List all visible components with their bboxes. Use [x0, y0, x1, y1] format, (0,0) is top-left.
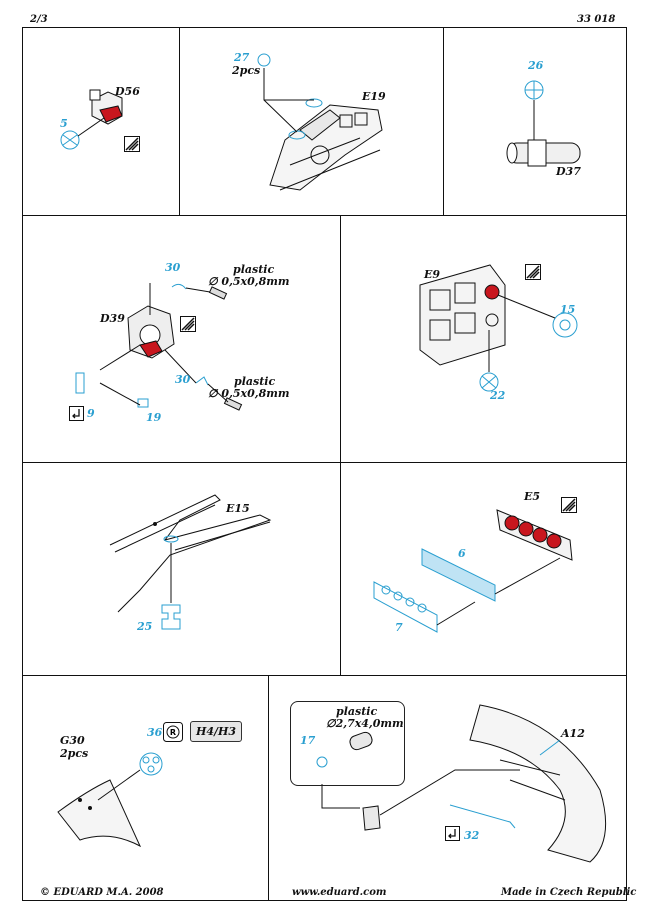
remove-plastic-detail-icon	[124, 136, 140, 152]
set-code: 33 018	[577, 14, 616, 25]
e19-quantity: 2pcs	[232, 64, 261, 77]
grid-line	[443, 27, 444, 215]
e5-part-7: 7	[395, 621, 403, 634]
instruction-frame	[22, 27, 627, 901]
e9-label: E9	[424, 268, 441, 281]
e9-part-illustration	[419, 264, 506, 366]
e9-photoetch-parts	[479, 312, 578, 392]
a12-part-illustration	[469, 704, 607, 863]
a12-part-17: 17	[300, 734, 316, 747]
e15-part-illustration	[109, 494, 272, 613]
d56-part-5: 5	[60, 117, 68, 130]
e5-photoetch-part-7	[373, 581, 438, 633]
grid-line	[179, 27, 180, 215]
resin-icon: R	[163, 722, 183, 742]
grid-line	[340, 215, 341, 675]
g30-part-illustration	[57, 779, 142, 848]
d39-label: D39	[100, 312, 125, 325]
e9-part-15: 15	[560, 303, 576, 316]
d39-dimension-1: ∅ 0,5x0,8mm	[208, 275, 290, 288]
a12-plastic: plastic	[336, 705, 378, 718]
grid-line	[22, 215, 627, 216]
remove-plastic-detail-icon	[525, 264, 541, 280]
bend-icon	[69, 406, 84, 421]
d39-part-30-top	[171, 283, 187, 290]
g30-quantity: 2pcs	[60, 747, 89, 760]
e5-part-illustration	[496, 509, 573, 561]
d56-photoetch-part-5	[60, 130, 80, 150]
d39-part-9	[75, 372, 85, 394]
copyright: © EDUARD M.A. 2008	[40, 887, 164, 898]
d37-photoetch-part-26	[524, 80, 544, 100]
d37-part-26: 26	[528, 59, 544, 72]
website: www.eduard.com	[292, 887, 387, 898]
grid-line	[22, 675, 627, 676]
e19-label: E19	[362, 90, 386, 103]
d56-label: D56	[115, 85, 140, 98]
g30-option-box: H4/H3	[190, 721, 242, 742]
d39-part-30-top: 30	[165, 261, 181, 274]
d39-part-30-bottom: 30	[175, 373, 191, 386]
bend-icon	[445, 826, 460, 841]
page-number: 2/3	[30, 14, 48, 25]
e5-part-6: 6	[458, 547, 466, 560]
e15-part-25: 25	[137, 620, 153, 633]
a12-part-32: 32	[464, 829, 480, 842]
e9-part-22: 22	[490, 389, 506, 402]
e5-photoetch-part-6	[421, 548, 496, 602]
d39-part-9: 9	[87, 407, 95, 420]
e19-part-illustration	[269, 104, 383, 191]
a12-dimension: ∅2,7x4,0mm	[326, 717, 404, 730]
remove-plastic-detail-icon	[561, 497, 577, 513]
e5-label: E5	[524, 490, 541, 503]
grid-line	[268, 675, 269, 901]
d39-part-30-bottom	[195, 376, 209, 386]
made-in: Made in Czech Republic	[501, 887, 637, 898]
d39-plastic-2: plastic	[234, 375, 276, 388]
a12-detail-box	[290, 701, 405, 786]
g30-part-36: 36	[147, 726, 163, 739]
a12-label: A12	[561, 727, 585, 740]
grid-line	[22, 462, 627, 463]
e19-part-27: 27	[234, 51, 250, 64]
d39-plastic-1: plastic	[233, 263, 275, 276]
d56-part-illustration	[89, 89, 123, 125]
svg-text:R: R	[170, 728, 176, 737]
d39-part-illustration	[127, 305, 175, 359]
e15-photoetch-part-25	[161, 535, 181, 630]
d39-dimension-2: ∅ 0,5x0,8mm	[208, 387, 290, 400]
d37-part-illustration	[506, 139, 581, 167]
g30-photoetch-part-36	[139, 752, 163, 776]
a12-photoetch-part-32	[449, 804, 516, 829]
a12-resin-part-17	[316, 731, 373, 768]
g30-label: G30	[60, 734, 85, 747]
d37-label: D37	[556, 165, 581, 178]
d39-part-19	[137, 398, 149, 408]
remove-plastic-detail-icon	[180, 316, 196, 332]
d39-plastic-rod-1	[208, 286, 228, 300]
e15-label: E15	[226, 502, 250, 515]
e19-photoetch-part-27	[257, 53, 323, 140]
d39-part-19: 19	[146, 411, 162, 424]
